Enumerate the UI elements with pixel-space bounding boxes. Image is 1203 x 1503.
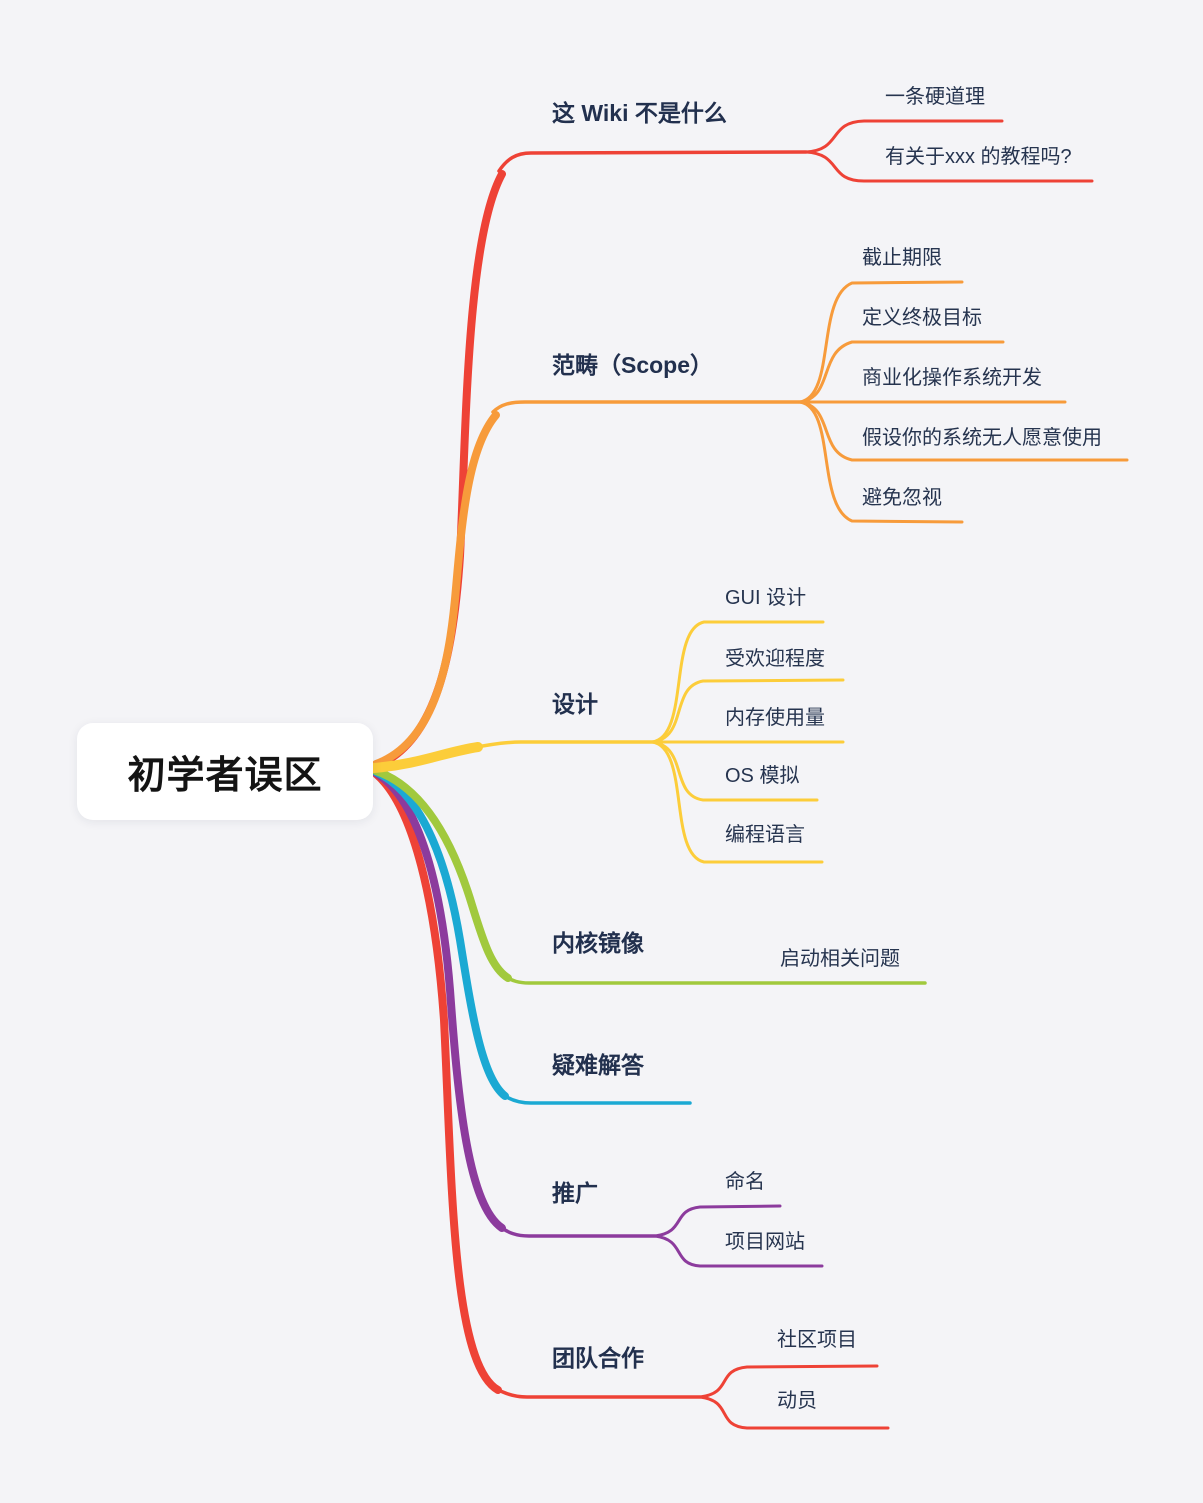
branch-design-label[interactable]: 设计: [552, 691, 598, 717]
branch-teamwork-trunk: [372, 770, 502, 1394]
scope-child-5-label[interactable]: 避免忽视: [862, 487, 942, 509]
branch-kernel-line: [503, 974, 927, 985]
design-child-1-label[interactable]: GUI 设计: [725, 587, 807, 609]
wiki-child-1-line: [804, 119, 1004, 154]
branch-teamwork-label[interactable]: 团队合作: [552, 1345, 644, 1371]
root-node[interactable]: 初学者误区: [77, 723, 373, 820]
wiki-child-2-label[interactable]: 有关于xxx 的教程吗?: [885, 146, 1072, 168]
design-child-2-label[interactable]: 受欢迎程度: [725, 648, 825, 670]
design-child-3-label[interactable]: 内存使用量: [725, 707, 825, 729]
root-node-label: 初学者误区: [127, 755, 323, 797]
kernel-child-1-label[interactable]: 启动相关问题: [780, 948, 900, 970]
branch-troubleshooting-line: [500, 1092, 692, 1105]
branch-design-trunk: [369, 742, 483, 773]
teamwork-child-1-label[interactable]: 社区项目: [777, 1329, 857, 1351]
teamwork-child-2-line: [698, 1395, 890, 1430]
scope-child-5-line: [798, 400, 964, 524]
wiki-child-1-label[interactable]: 一条硬道理: [885, 86, 985, 108]
scope-child-1-line: [798, 280, 964, 404]
branch-troubleshooting-trunk: [372, 768, 509, 1100]
scope-child-4-label[interactable]: 假设你的系统无人愿意使用: [862, 427, 1102, 449]
branch-scope-line: [491, 400, 802, 414]
scope-child-1-label[interactable]: 截止期限: [862, 247, 942, 269]
branch-teamwork-line: [493, 1386, 702, 1399]
branch-promotion-line: [497, 1224, 657, 1238]
design-child-5-line: [650, 740, 824, 864]
promotion-child-2-line: [653, 1234, 824, 1268]
branch-wiki-line: [497, 150, 808, 173]
promotion-child-1-line: [653, 1204, 782, 1238]
design-child-1-line: [650, 620, 825, 744]
branch-kernel-trunk: [372, 767, 512, 982]
scope-child-2-line: [798, 340, 1005, 404]
scope-child-3-label[interactable]: 商业化操作系统开发: [862, 367, 1042, 389]
teamwork-child-2-label[interactable]: 动员: [777, 1390, 817, 1412]
design-child-2-line: [650, 678, 845, 744]
branch-promotion-trunk: [372, 769, 506, 1232]
branch-wiki-label[interactable]: 这 Wiki 不是什么: [552, 100, 727, 126]
design-child-5-label[interactable]: 编程语言: [725, 824, 805, 846]
promotion-child-1-label[interactable]: 命名: [725, 1171, 765, 1193]
branch-troubleshooting-label[interactable]: 疑难解答: [552, 1052, 644, 1078]
branch-scope-trunk: [372, 411, 500, 768]
teamwork-child-1-line: [698, 1364, 879, 1399]
design-child-4-label[interactable]: OS 模拟: [725, 765, 800, 787]
wiki-child-2-line: [804, 150, 1094, 183]
branch-kernel-label[interactable]: 内核镜像: [552, 930, 644, 956]
branch-promotion-label[interactable]: 推广: [552, 1180, 598, 1206]
scope-child-2-label[interactable]: 定义终极目标: [862, 307, 982, 329]
branch-design-line: [470, 740, 654, 750]
branch-scope-label[interactable]: 范畴（Scope）: [552, 352, 714, 378]
promotion-child-2-label[interactable]: 项目网站: [725, 1231, 805, 1253]
